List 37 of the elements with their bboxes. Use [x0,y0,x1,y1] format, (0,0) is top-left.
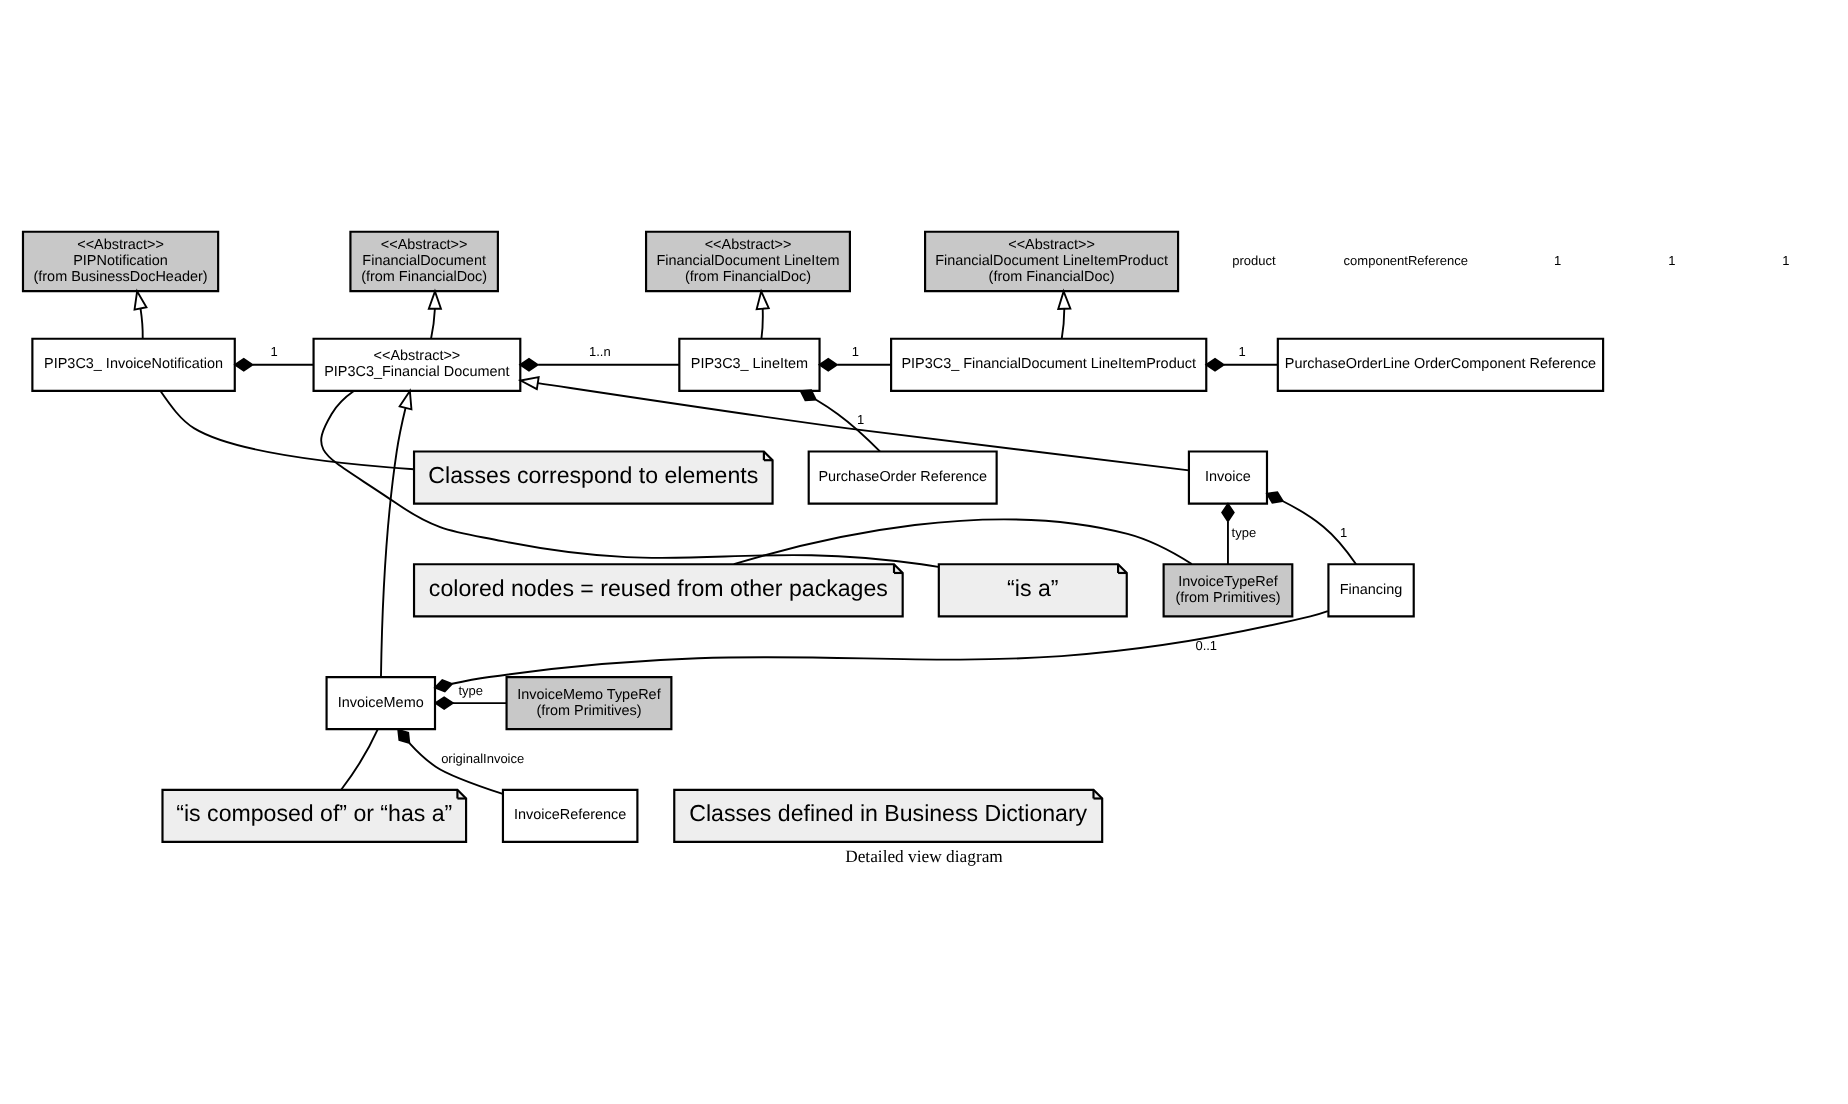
connector [518,357,681,372]
node-box: <<Abstract>> PIPNotification (from BusinessDocHeader) [21,230,220,293]
caption: Detailed view diagram [845,845,1003,866]
node-box: PurchaseOrderLine OrderComponent Reference [1276,337,1605,392]
connector [159,389,415,471]
connector [340,728,379,791]
node-box: InvoiceMemo TypeRef (from Primitives) [505,675,673,731]
node-box: InvoiceTypeRef (from Primitives) [1162,563,1294,618]
connector [817,357,892,372]
node-box: <<Abstract>> FinancialDocument LineItem (from FinancialDoc) [645,230,851,293]
connector [433,696,508,710]
node-box: <<Abstract>> FinancialDocument (from FinancialDoc) [349,230,499,293]
node-box: PIP3C3_ InvoiceNotification [31,337,236,392]
connector [1265,491,1357,566]
node-box: PIP3C3_ LineItem [678,337,821,392]
node-box: <<Abstract>> PIP3C3_Financial Document [312,337,522,392]
connector [732,518,1193,566]
arrow [380,388,413,678]
node-box: <<Abstract>> FinancialDocument LineItemProduct (from FinancialDoc) [924,230,1180,293]
node-box: Invoice [1187,450,1269,505]
connector [397,728,504,795]
arrow [427,288,443,340]
connector [320,390,940,568]
node-box: InvoiceReference [501,788,639,843]
connector [1221,502,1235,565]
connector [799,389,881,453]
arrow [755,288,771,340]
arrow [1056,288,1072,340]
node-box: PIP3C3_ FinancialDocument LineItemProduct [890,337,1208,392]
node-box: PurchaseOrder Reference [807,450,998,505]
connector [1204,357,1279,372]
arrow [517,375,1190,472]
arrow [133,288,148,340]
node-box: InvoiceMemo [325,675,437,731]
connector [433,610,1329,693]
connector [233,357,315,372]
node-box: Financing [1327,563,1415,618]
